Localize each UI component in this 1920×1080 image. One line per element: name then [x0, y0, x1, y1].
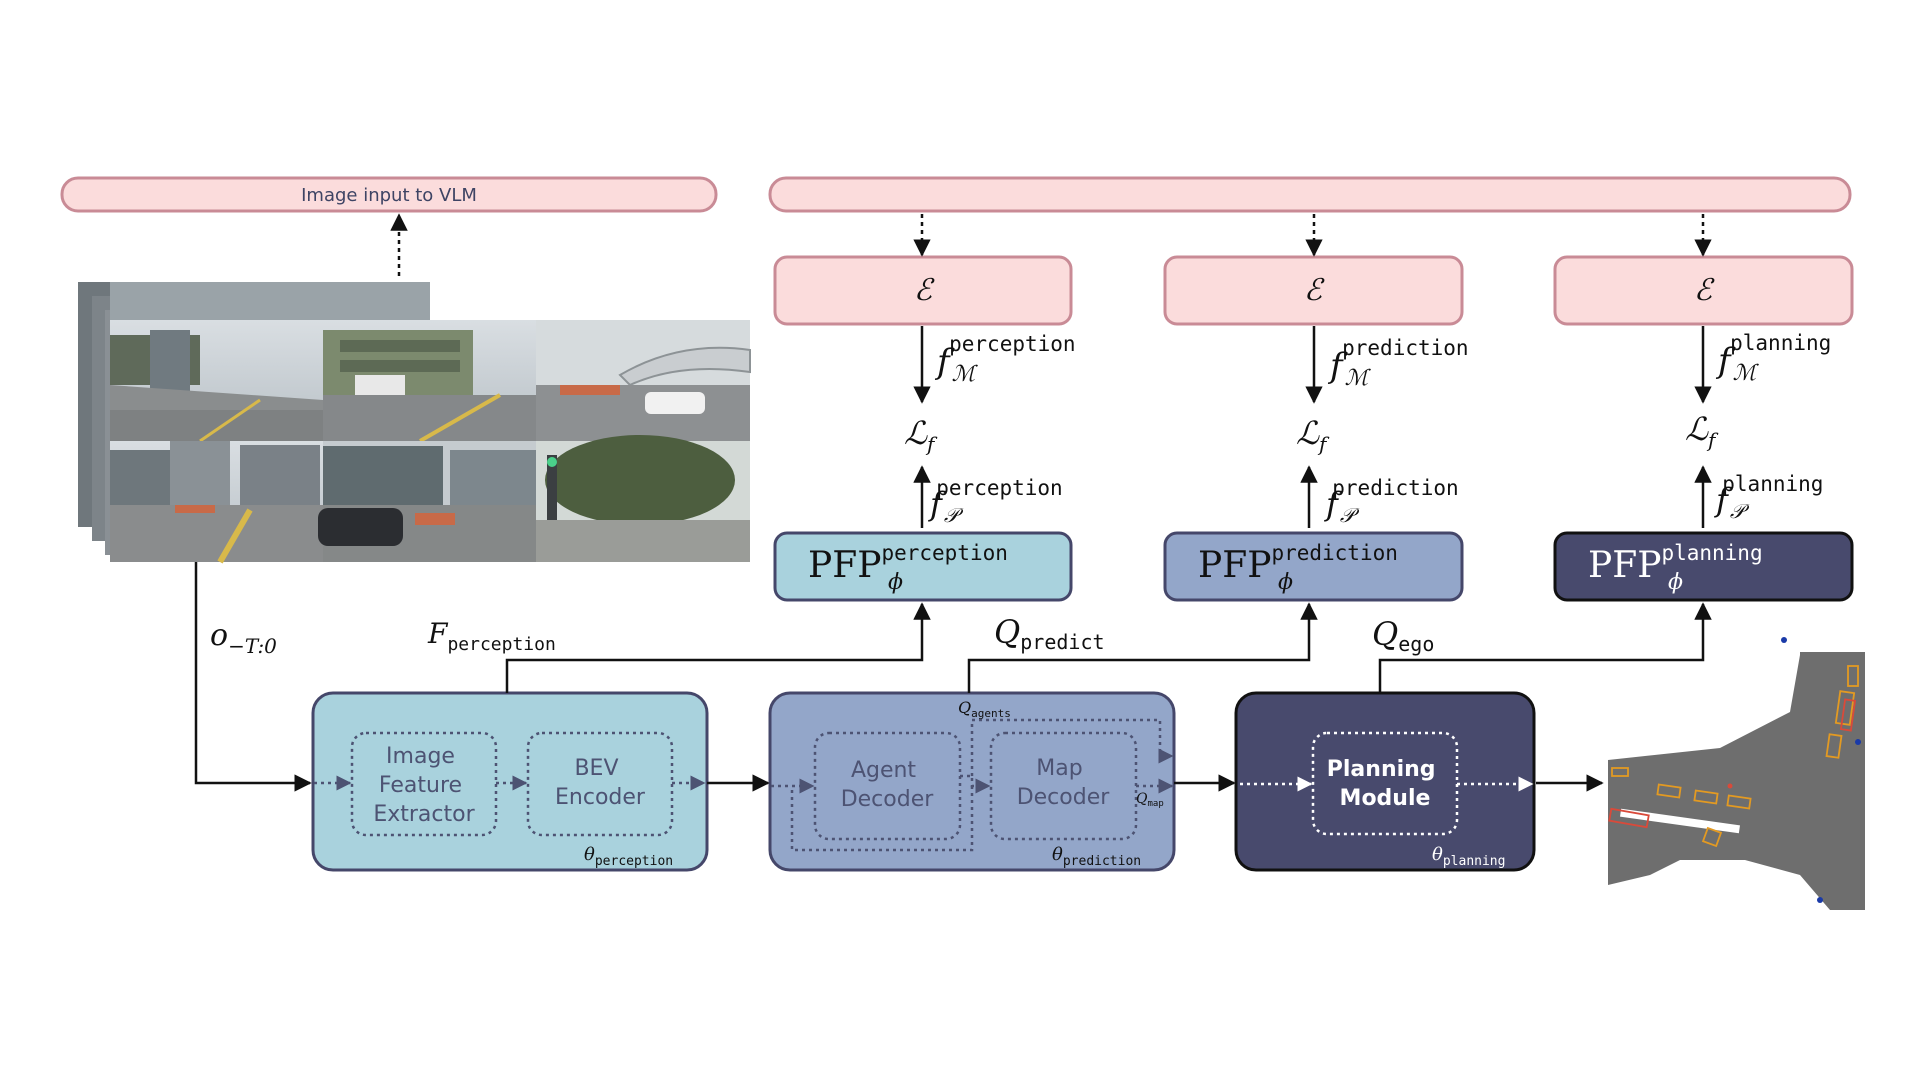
agent-decoder-block — [813, 731, 962, 841]
map-line1: Map — [1036, 756, 1082, 781]
f-perception-tap-arrow — [505, 602, 931, 693]
pfp-prediction-label: PFPprediction — [1198, 541, 1398, 586]
svg-text:Planning Module: Planning Module — [1327, 757, 1443, 811]
f-m-perception-label: fℳperception — [934, 332, 1076, 387]
q-map-label: Qmap — [1136, 791, 1164, 809]
camera-front-right-image — [536, 320, 751, 441]
map-line2: Decoder — [1017, 785, 1111, 810]
pfp-planning-phi: ϕ — [1668, 570, 1683, 595]
q-predict-tap-arrow — [967, 602, 1318, 693]
bev-line1: BEV — [574, 756, 618, 781]
observation-arrow — [194, 562, 312, 792]
vlm-bar — [768, 176, 1852, 213]
theta-perception-label: θperception — [584, 844, 673, 869]
pfp-prediction-phi: ϕ — [1278, 570, 1293, 595]
agent-line1: Agent — [851, 758, 916, 783]
bev-planning-output — [1608, 637, 1865, 910]
camera-front-left-image — [110, 320, 323, 443]
svg-text:BEV Encoder: BEV Encoder — [555, 756, 646, 810]
loss-prediction: ℒf — [1296, 414, 1330, 456]
q-predict-label: Qpredict — [994, 613, 1105, 654]
image-feature-extractor-block — [350, 731, 498, 837]
svg-text:Map Decoder: Map Decoder — [1017, 756, 1111, 810]
vlm-input-bar — [60, 176, 718, 213]
camera-back-image — [318, 441, 536, 562]
planning-line2: Module — [1340, 786, 1431, 811]
encoder-perception-symbol: ℰ — [914, 273, 935, 308]
ife-line2: Feature — [379, 773, 462, 798]
observation-label: o−T:0 — [210, 618, 277, 658]
pfp-perception-phi: ϕ — [888, 570, 903, 595]
encoder-prediction-symbol: ℰ — [1304, 273, 1325, 308]
pfp-perception-label: PFPperception — [808, 541, 1008, 586]
f-m-planning-label: fℳplanning — [1715, 331, 1831, 386]
encoder-planning: ℰ — [1553, 255, 1854, 326]
camera-back-left-image — [110, 441, 323, 564]
f-perception-label: Fperception — [427, 617, 556, 655]
theta-planning-label: θplanning — [1432, 844, 1505, 869]
loss-planning: ℒf — [1685, 410, 1719, 452]
theta-prediction-label: θprediction — [1052, 844, 1141, 869]
q-agents-label: Qagents — [958, 698, 1011, 720]
encoder-planning-symbol: ℰ — [1694, 273, 1715, 308]
planning-module: Planning Module θplanning — [1234, 691, 1536, 872]
encoder-prediction: ℰ — [1163, 255, 1464, 326]
vlm-input-label: Image input to VLM — [301, 185, 477, 206]
camera-image-stack — [78, 282, 751, 564]
loss-perception: ℒf — [904, 414, 938, 456]
svg-text:Agent Decoder: Agent Decoder — [841, 758, 935, 812]
q-ego-label: Qego — [1372, 615, 1434, 656]
camera-back-right-image — [536, 435, 750, 562]
q-ego-tap-arrow — [1378, 602, 1712, 693]
pfp-perception-box: PFPperception ϕ — [773, 531, 1073, 602]
pfp-planning-box: PFPplanning ϕ — [1553, 531, 1854, 602]
planning-line1: Planning — [1327, 757, 1436, 782]
pfp-prediction-box: PFPprediction ϕ — [1163, 531, 1464, 602]
agent-line2: Decoder — [841, 787, 935, 812]
prediction-module: Agent Decoder Map Decoder Qagents Qmap θ… — [768, 691, 1176, 872]
f-m-prediction-label: fℳprediction — [1327, 336, 1469, 391]
camera-front-image — [323, 320, 536, 443]
bev-line2: Encoder — [555, 785, 646, 810]
encoder-perception: ℰ — [773, 255, 1073, 326]
svg-text:Image Feature Extr: Image Feature Extractor — [373, 744, 475, 827]
bev-encoder-block — [526, 731, 674, 837]
perception-module: Image Feature Extractor BEV Encoder θper… — [311, 691, 709, 872]
planning-inner-block — [1311, 731, 1459, 836]
ife-line1: Image — [386, 744, 455, 769]
ife-line3: Extractor — [373, 802, 475, 827]
pfp-planning-label: PFPplanning — [1588, 541, 1763, 586]
